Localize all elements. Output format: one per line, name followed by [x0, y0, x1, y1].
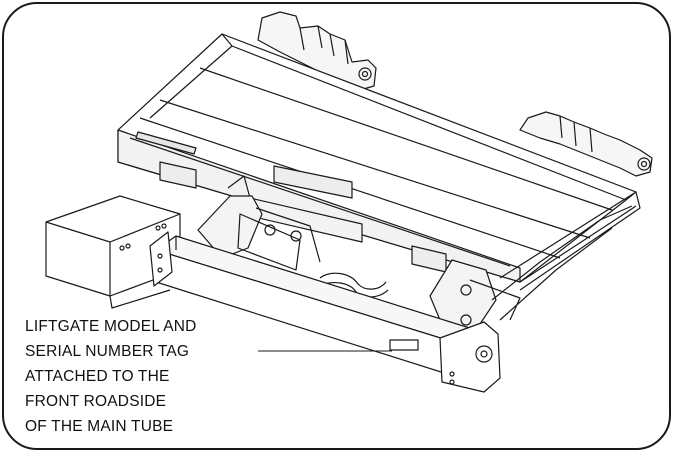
- callout-line-2: SERIAL NUMBER TAG: [25, 343, 190, 360]
- cross-tubes: [159, 161, 447, 273]
- callout-line-5: OF THE MAIN TUBE: [25, 418, 174, 435]
- callout-line-3: ATTACHED TO THE: [25, 368, 170, 385]
- right-hinge-bracket: [519, 111, 653, 177]
- platform-deck: [117, 33, 641, 291]
- liftgate-assembly: [45, 11, 653, 393]
- serial-number-tag: [389, 339, 419, 351]
- callout-line-4: FRONT ROADSIDE: [25, 393, 167, 410]
- callout-line-1: LIFTGATE MODEL AND: [25, 318, 197, 335]
- lift-arms: [197, 195, 633, 331]
- main-tube: [149, 231, 501, 393]
